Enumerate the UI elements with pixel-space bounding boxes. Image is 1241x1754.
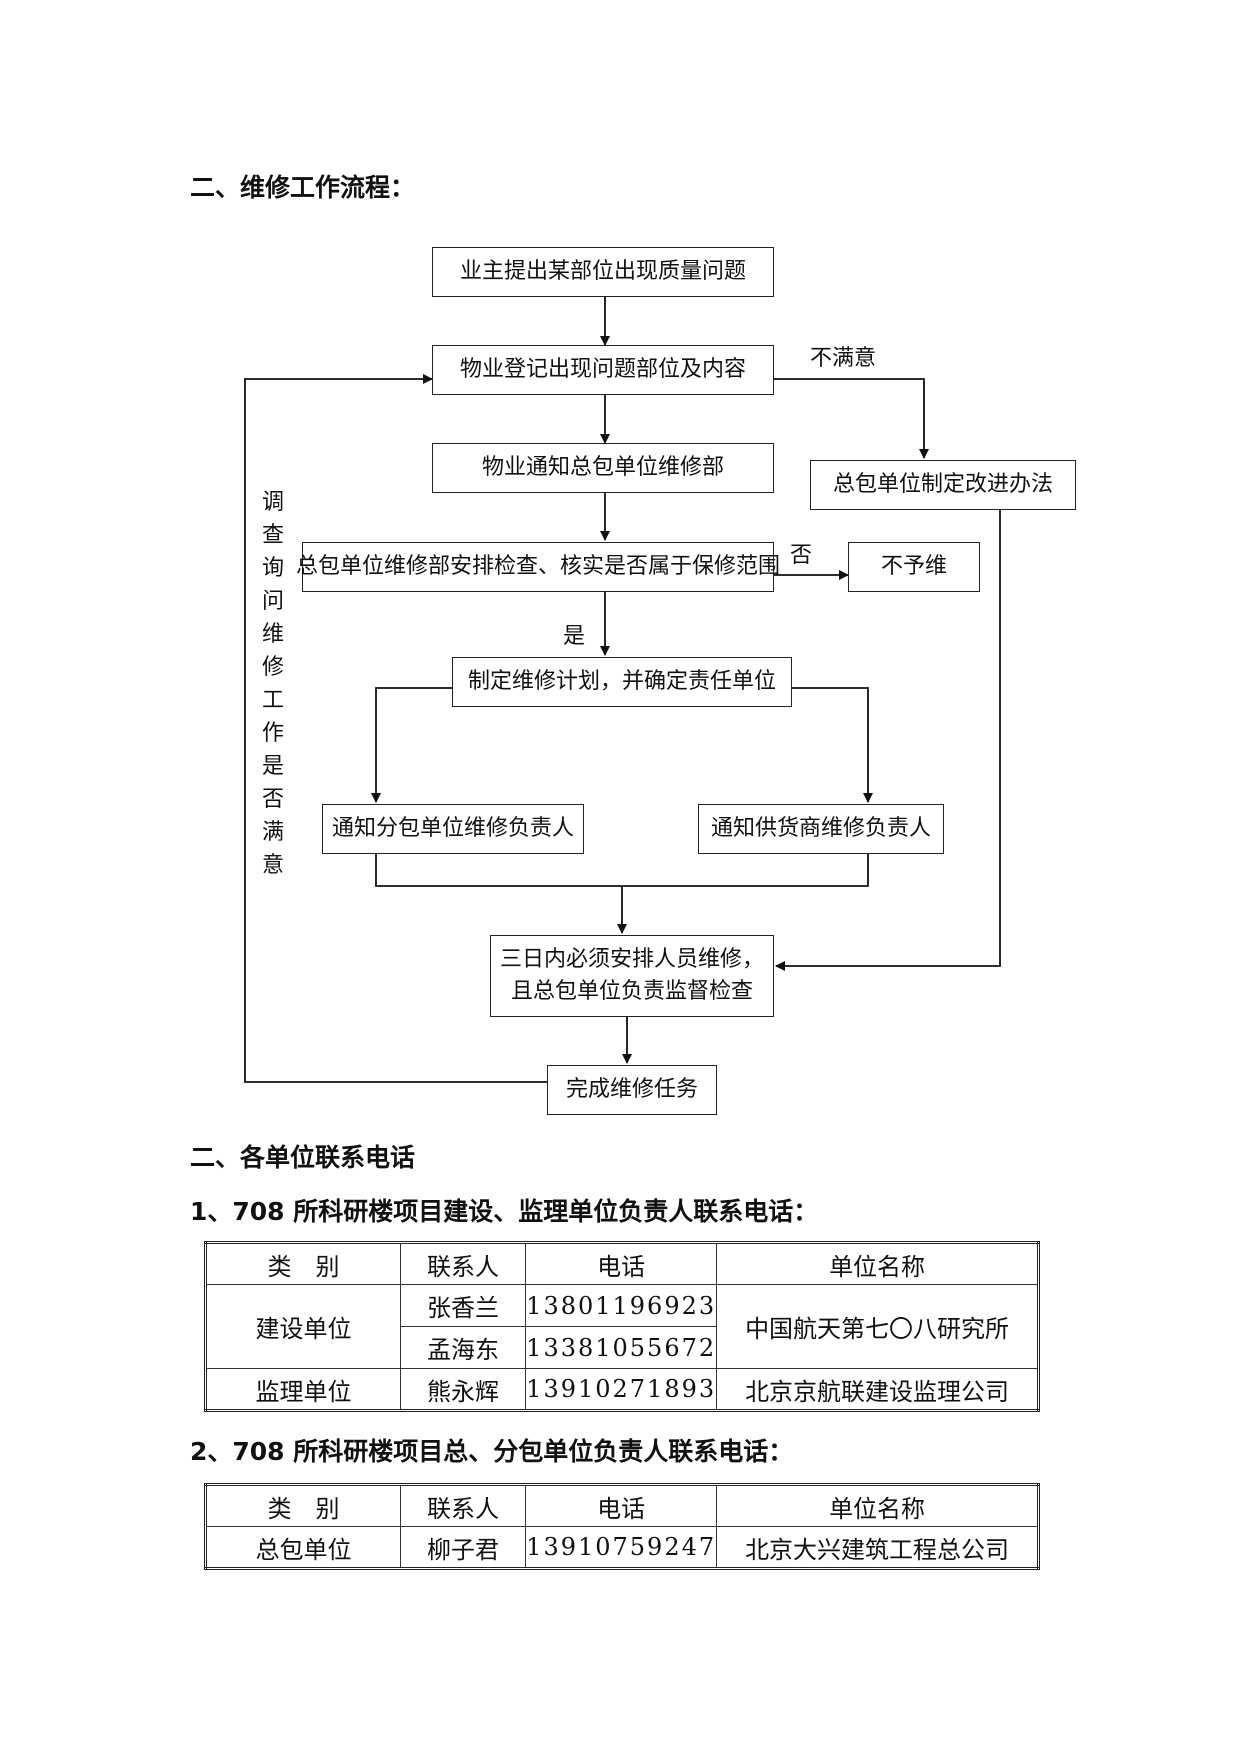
flow-node-inspection: 总包单位维修部安排检查、核实是否属于保修范围	[296, 542, 780, 592]
header-contact: 联系人	[399, 1484, 527, 1527]
table-header-row: 类 别 联系人 电话 单位名称	[205, 1242, 1039, 1285]
cell-phone: 13801196923	[525, 1284, 718, 1327]
table-row: 监理单位 熊永辉 13910271893 北京京航联建设监理公司	[205, 1368, 1039, 1411]
cell-contact: 孟海东	[399, 1326, 527, 1369]
header-contact: 联系人	[399, 1242, 527, 1285]
header-company: 单位名称	[716, 1484, 1039, 1527]
table-row: 总包单位 柳子君 13910759247 北京大兴建筑工程总公司	[205, 1526, 1039, 1569]
flow-node-property-register: 物业登记出现问题部位及内容	[432, 345, 774, 395]
flow-node-repair-plan: 制定维修计划，并确定责任单位	[452, 657, 792, 707]
flow-node-notify-supplier: 通知供货商维修负责人	[698, 804, 944, 854]
flow-node-notify-subcontractor: 通知分包单位维修负责人	[322, 804, 584, 854]
cell-category: 监理单位	[205, 1368, 401, 1411]
label-no: 否	[790, 543, 813, 568]
table-header-row: 类 别 联系人 电话 单位名称	[205, 1484, 1039, 1527]
cell-company: 北京大兴建筑工程总公司	[716, 1526, 1039, 1569]
cell-phone: 13910271893	[525, 1368, 718, 1411]
flow-node-repair-line2: 且总包单位负责监督检查	[510, 979, 753, 1004]
cell-contact: 柳子君	[399, 1526, 527, 1569]
cell-phone: 13381055672	[525, 1326, 718, 1369]
header-phone: 电话	[525, 1484, 718, 1527]
table-row: 建设单位 张香兰 13801196923 中国航天第七〇八研究所	[205, 1284, 1039, 1369]
flow-node-repair-line1: 三日内必须安排人员维修，	[499, 947, 764, 973]
cell-company: 北京京航联建设监理公司	[716, 1368, 1039, 1411]
label-unsatisfied: 不满意	[810, 346, 877, 371]
header-category: 类 别	[205, 1484, 401, 1527]
cell-category: 总包单位	[205, 1526, 401, 1569]
table-row: 孟海东 13381055672	[206, 1326, 1039, 1369]
table1-title: 1、708 所科研楼项目建设、监理单位负责人联系电话：	[190, 1197, 819, 1226]
table2-title: 2、708 所科研楼项目总、分包单位负责人联系电话：	[190, 1437, 794, 1466]
contacts-table-contractors: 类 别 联系人 电话 单位名称 总包单位 柳子君 13910759247 北京大…	[204, 1483, 1040, 1570]
cell-category: 建设单位	[205, 1284, 401, 1369]
flow-node-repair-within-three-days: 三日内必须安排人员维修， 且总包单位负责监督检查	[490, 935, 774, 1017]
flow-node-owner-report: 业主提出某部位出现质量问题	[432, 247, 774, 297]
feedback-label-vertical: 调 查 询 问 维 修 工 作 是 否 满 意	[261, 490, 284, 878]
cell-contact: 熊永辉	[399, 1368, 527, 1411]
header-category: 类 别	[205, 1242, 401, 1285]
header-company: 单位名称	[716, 1242, 1039, 1285]
contacts-table-owner-supervisor: 类 别 联系人 电话 单位名称 建设单位 张香兰 13801196923 中国航…	[204, 1241, 1040, 1412]
cell-phone: 13910759247	[525, 1526, 718, 1569]
flow-node-improvement-plan: 总包单位制定改进办法	[810, 460, 1076, 510]
flow-node-notify-contractor: 物业通知总包单位维修部	[432, 443, 774, 493]
flow-node-no-repair: 不予维	[848, 542, 980, 592]
cell-contact: 张香兰	[399, 1284, 527, 1327]
cell-company: 中国航天第七〇八研究所	[716, 1284, 1039, 1369]
flow-node-complete: 完成维修任务	[547, 1065, 717, 1115]
header-phone: 电话	[525, 1242, 718, 1285]
section-title-contacts: 二、各单位联系电话	[190, 1143, 416, 1172]
section-title-workflow: 二、维修工作流程：	[190, 173, 416, 202]
label-yes: 是	[563, 624, 586, 649]
